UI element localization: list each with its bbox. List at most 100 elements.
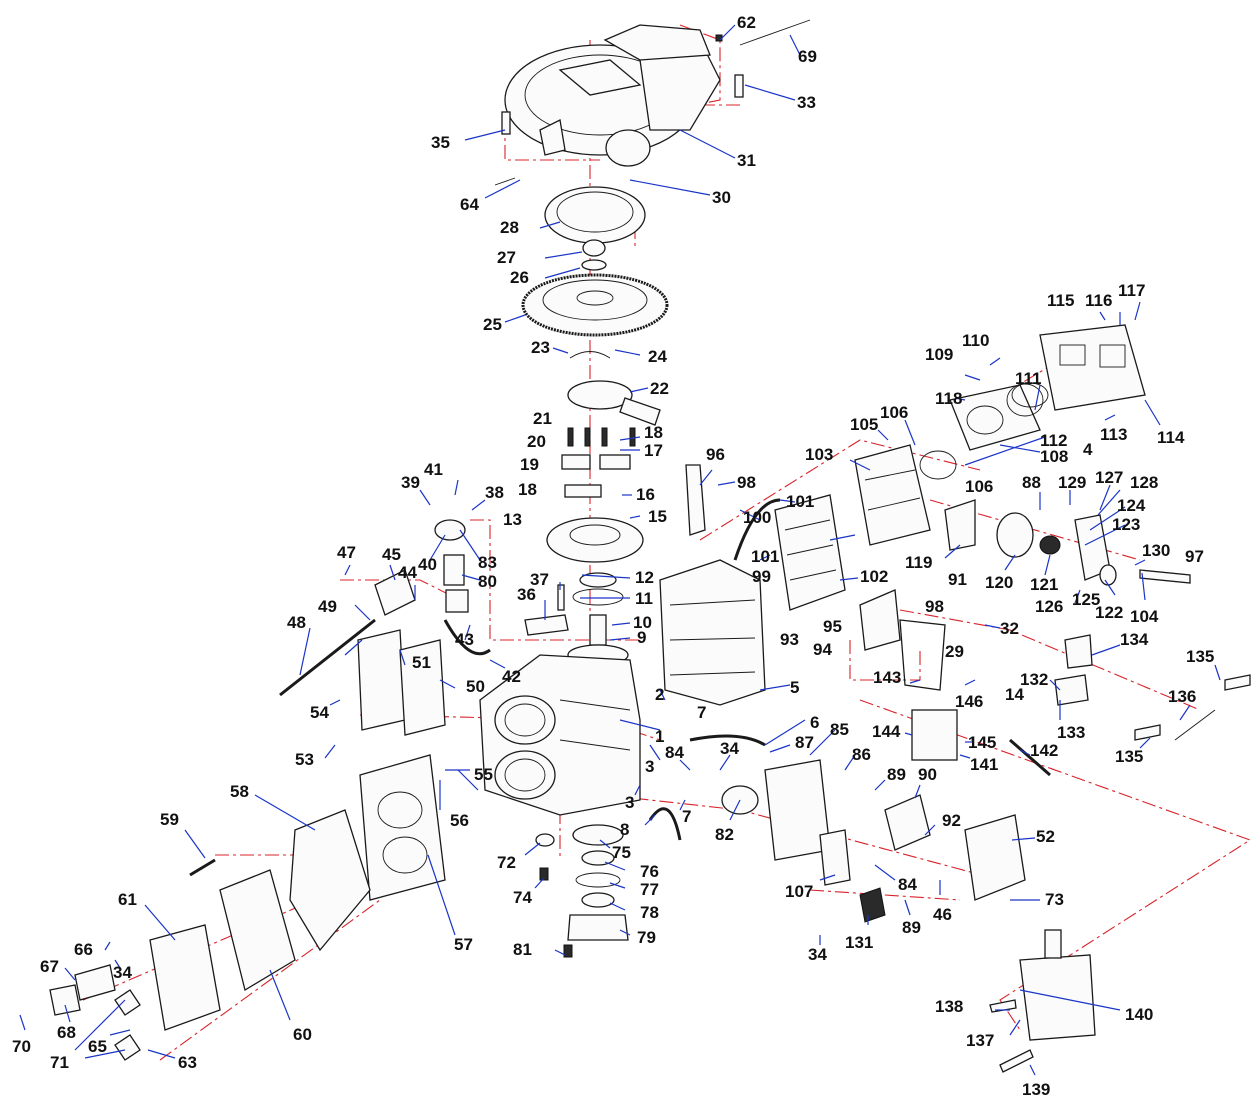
callout-66: 66: [74, 940, 93, 959]
woodruff-clip: [569, 351, 611, 359]
callout-50: 50: [466, 677, 485, 696]
callout-44: 44: [398, 563, 417, 582]
callout-13: 13: [503, 510, 522, 529]
callout-139: 139: [1022, 1080, 1050, 1099]
callout-85: 85: [830, 720, 849, 739]
callout-134: 134: [1120, 630, 1149, 649]
flywheel: [521, 273, 669, 337]
callout-60: 60: [293, 1025, 312, 1044]
fuel-hose-100: [733, 498, 781, 561]
callout-121: 121: [1030, 575, 1058, 594]
callout-34: 34: [808, 945, 827, 964]
callout-123: 123: [1112, 515, 1140, 534]
callout-108: 108: [1040, 447, 1068, 466]
callout-143: 143: [873, 668, 901, 687]
callout-63: 63: [178, 1053, 197, 1072]
hose-6: [689, 734, 766, 747]
callout-81: 81: [513, 940, 532, 959]
thermostat-housing: [434, 519, 469, 613]
callout-25: 25: [483, 315, 502, 334]
electric-box-52: [964, 814, 1026, 901]
spark-plug-upper: [114, 989, 141, 1016]
callout-69: 69: [798, 47, 817, 66]
callout-142: 142: [1030, 741, 1058, 760]
hose-8: [648, 807, 682, 841]
callout-135: 135: [1186, 647, 1214, 666]
callout-51: 51: [412, 653, 431, 672]
sensor-59: [189, 858, 216, 877]
callout-118: 118: [935, 389, 962, 408]
callout-119: 119: [905, 553, 932, 572]
callout-113: 113: [1100, 425, 1127, 444]
callout-89: 89: [902, 918, 921, 937]
housing-68: [49, 984, 81, 1016]
callout-106: 106: [965, 477, 993, 496]
callout-49: 49: [318, 597, 337, 616]
callout-90: 90: [918, 765, 937, 784]
callout-18: 18: [518, 480, 537, 499]
callout-101: 101: [751, 547, 779, 566]
callout-23: 23: [531, 338, 550, 357]
callout-102: 102: [860, 567, 888, 586]
callout-46: 46: [933, 905, 952, 924]
callout-56: 56: [450, 811, 469, 830]
callout-57: 57: [454, 935, 473, 954]
parts: [49, 19, 1251, 1073]
callout-74: 74: [513, 888, 532, 907]
bracket-95: [859, 589, 901, 651]
flywheel-nut: [581, 239, 607, 271]
callout-64: 64: [460, 195, 479, 214]
callout-114: 114: [1157, 428, 1185, 447]
callout-14: 14: [1005, 685, 1024, 704]
callout-129: 129: [1058, 473, 1086, 492]
bolt-138: [989, 999, 1017, 1013]
callout-24: 24: [648, 347, 667, 366]
callout-104: 104: [1130, 607, 1159, 626]
callout-82: 82: [715, 825, 734, 844]
callout-128: 128: [1130, 473, 1158, 492]
callout-84: 84: [665, 743, 684, 762]
callout-34: 34: [720, 739, 739, 758]
callout-62: 62: [737, 13, 756, 32]
fuel-pump: [764, 759, 831, 861]
callout-79: 79: [637, 928, 656, 947]
o-ring: [572, 588, 624, 606]
callout-73: 73: [1045, 890, 1064, 909]
callout-12: 12: [635, 568, 654, 587]
callout-109: 109: [925, 345, 953, 364]
sensor-134: [1064, 634, 1093, 669]
callout-18: 18: [644, 423, 663, 442]
callout-8: 8: [620, 820, 629, 839]
callout-96: 96: [706, 445, 725, 464]
callout-86: 86: [852, 745, 871, 764]
callout-112: 112: [1040, 431, 1067, 450]
top-fasteners: [494, 19, 811, 186]
callout-98: 98: [925, 597, 944, 616]
callout-89: 89: [887, 765, 906, 784]
solenoid-107: [819, 829, 851, 886]
callout-4: 4: [1083, 440, 1093, 459]
spark-plug-lower: [114, 1034, 141, 1061]
callout-72: 72: [497, 853, 516, 872]
seal-72: [535, 833, 555, 847]
head-gasket: [359, 754, 446, 901]
callout-116: 116: [1085, 291, 1112, 310]
callout-54: 54: [310, 703, 329, 722]
callout-117: 117: [1118, 281, 1145, 300]
callout-1: 1: [655, 727, 664, 746]
callout-59: 59: [160, 810, 179, 829]
housing-79: [567, 914, 629, 941]
head-cover-gasket: [219, 869, 296, 992]
callout-145: 145: [968, 733, 996, 752]
callout-76: 76: [640, 862, 659, 881]
callout-55: 55: [474, 765, 493, 784]
cable-135b: [1134, 724, 1161, 741]
callout-120: 120: [985, 573, 1013, 592]
callout-127: 127: [1095, 468, 1123, 487]
callout-70: 70: [12, 1037, 31, 1056]
callout-107: 107: [785, 882, 813, 901]
callout-65: 65: [88, 1037, 107, 1056]
rectifier-144: [911, 709, 958, 761]
callout-93: 93: [780, 630, 799, 649]
